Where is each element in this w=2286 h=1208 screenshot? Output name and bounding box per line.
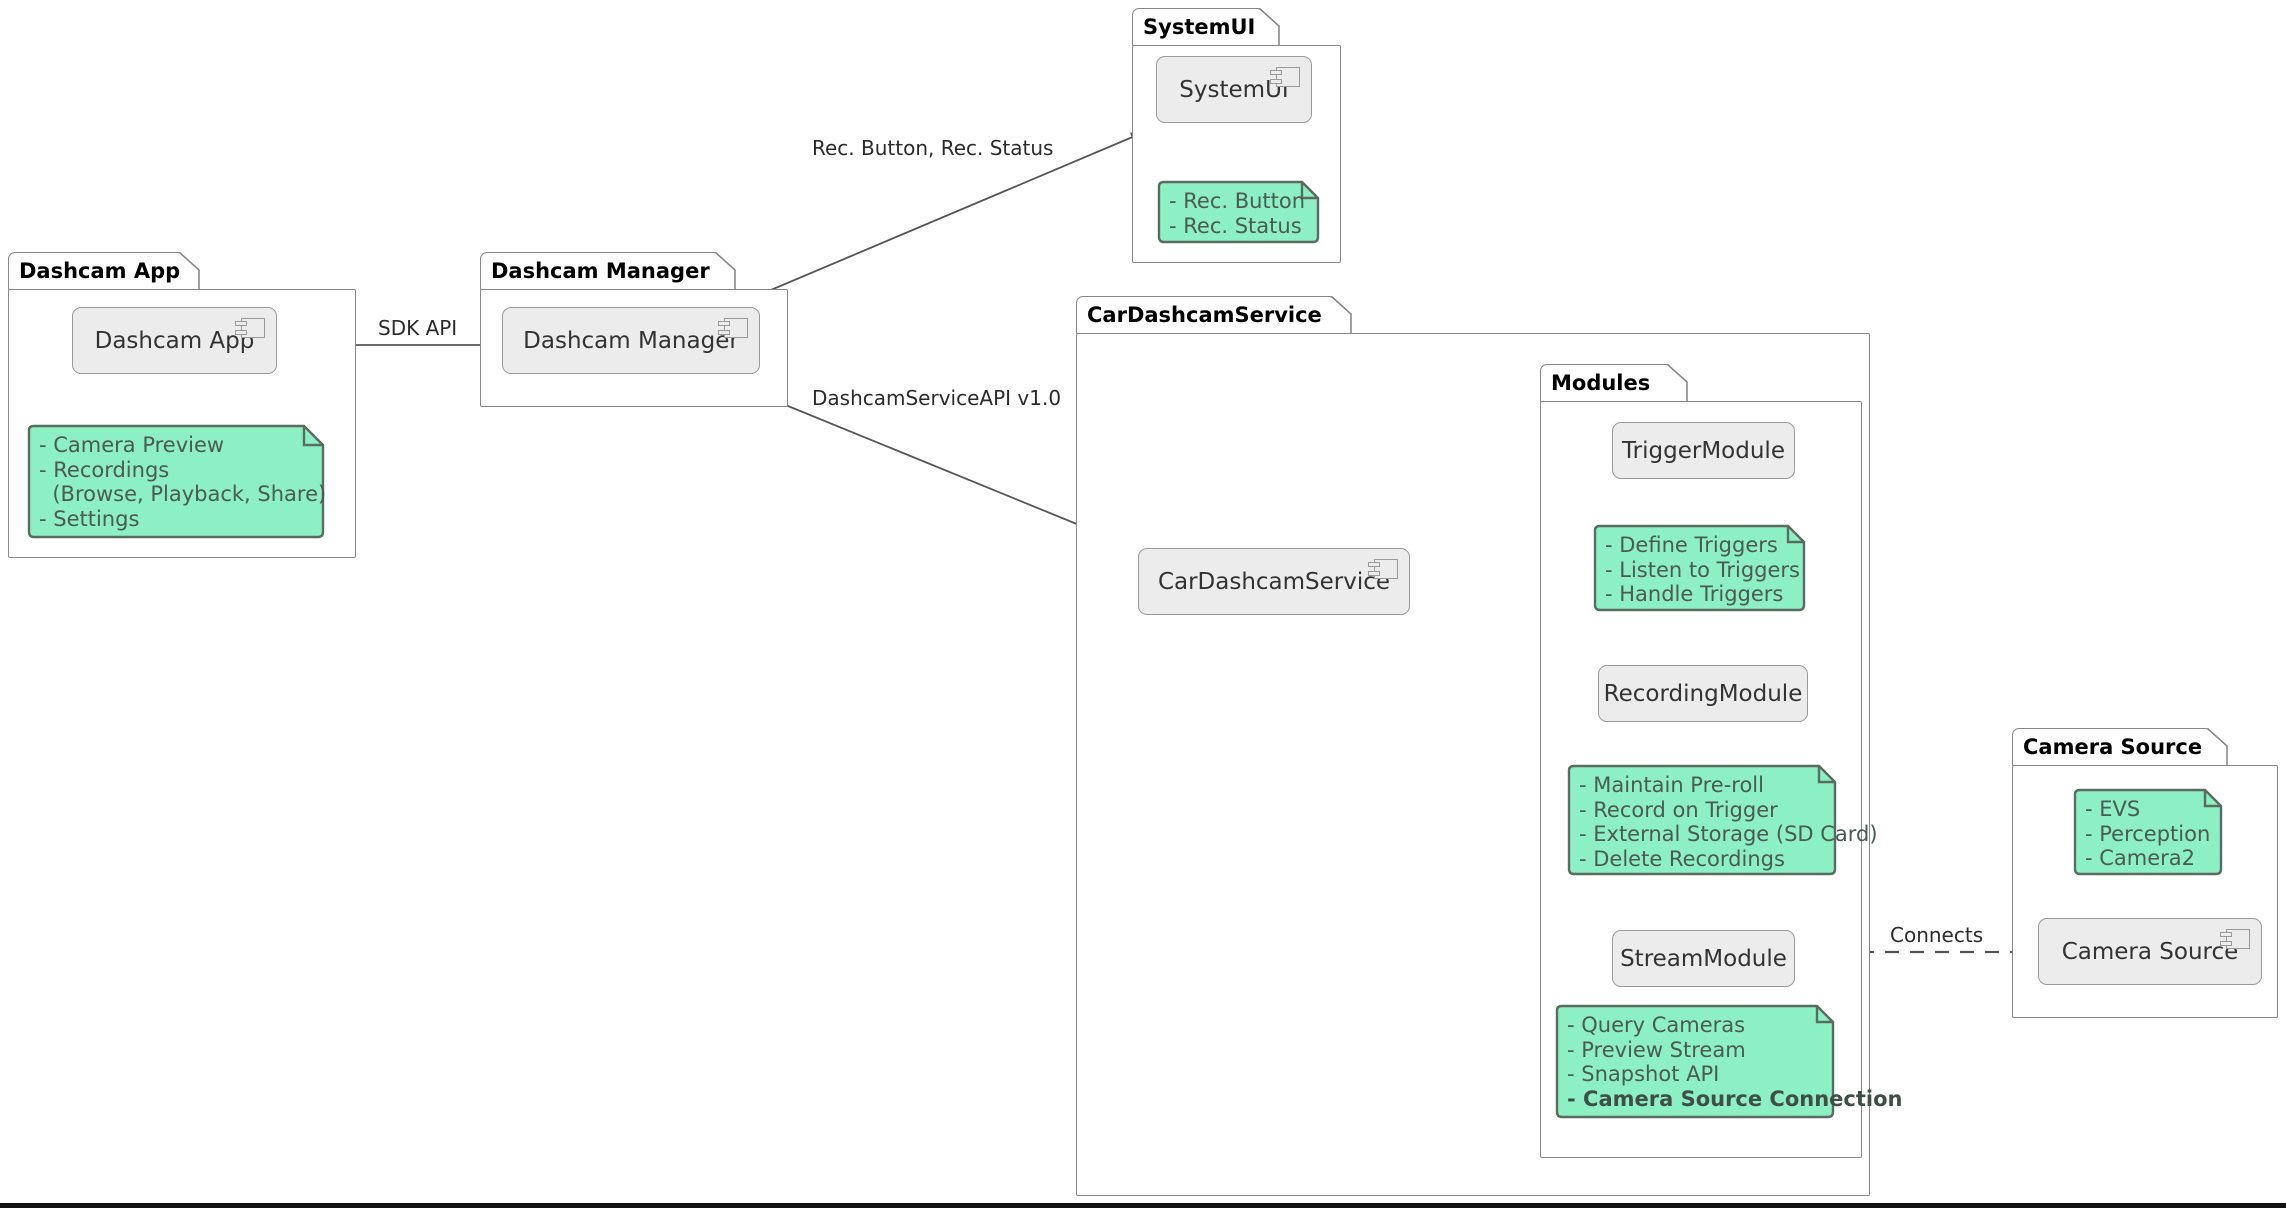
component-dashcam-app[interactable]: Dashcam App xyxy=(72,307,277,374)
edge-label-dashcam-service-api: DashcamServiceAPI v1.0 xyxy=(812,386,1062,410)
package-tab xyxy=(8,252,180,290)
package-modules: Modules TriggerModule - Define Triggers-… xyxy=(1540,364,1903,1158)
package-tab-slant xyxy=(715,252,741,290)
package-title: CarDashcamService xyxy=(1087,303,1322,327)
uml-component-icon xyxy=(235,318,265,338)
edge-label-rec-button-status: Rec. Button, Rec. Status xyxy=(812,136,1054,160)
component-recording-module[interactable]: RecordingModule xyxy=(1598,665,1808,722)
note-text: - Define Triggers- Listen to Triggers- H… xyxy=(1605,533,1800,606)
package-tab xyxy=(2012,728,2208,766)
note-shape xyxy=(2073,788,2223,876)
note-camera-source: - EVS- Perception- Camera2 xyxy=(2072,788,2224,876)
package-dashcam-manager: Dashcam Manager Dashcam Manager xyxy=(480,252,788,407)
package-tab xyxy=(1076,296,1332,334)
uml-component-icon xyxy=(1270,67,1300,87)
component-label: TriggerModule xyxy=(1622,437,1785,464)
edge-label-sdk-api: SDK API xyxy=(378,316,458,340)
bottom-rule xyxy=(0,1203,2286,1208)
package-system-ui: SystemUI SystemUI - Rec. Button- Rec. St… xyxy=(1132,8,1341,263)
package-tab-slant xyxy=(179,252,205,290)
note-system-ui: - Rec. Button- Rec. Status xyxy=(1156,180,1321,244)
uml-component-icon xyxy=(2220,929,2250,949)
component-camera-source[interactable]: Camera Source xyxy=(2038,918,2262,985)
component-label: CarDashcamService xyxy=(1157,568,1391,595)
note-trigger-module: - Define Triggers- Listen to Triggers- H… xyxy=(1592,524,1807,612)
note-shape xyxy=(27,424,325,539)
note-text: - EVS- Perception- Camera2 xyxy=(2085,797,2211,870)
note-shape xyxy=(1593,524,1806,612)
package-tab-slant xyxy=(1259,8,1285,46)
package-tab xyxy=(1540,364,1668,402)
note-shape xyxy=(1567,764,1837,876)
note-dashcam-app: - Camera Preview- Recordings (Browse, Pl… xyxy=(26,424,326,539)
package-tab xyxy=(1132,8,1260,46)
component-system-ui[interactable]: SystemUI xyxy=(1156,56,1312,123)
note-stream-module: - Query Cameras- Preview Stream- Snapsho… xyxy=(1554,1004,1903,1119)
note-text: - Maintain Pre-roll- Record on Trigger- … xyxy=(1579,773,1878,871)
package-title: Dashcam App xyxy=(19,259,181,283)
package-title: Camera Source xyxy=(2023,735,2203,759)
component-trigger-module[interactable]: TriggerModule xyxy=(1612,422,1795,479)
note-shape xyxy=(1157,180,1320,244)
edge-label-connects: Connects xyxy=(1890,923,1984,947)
package-car-dashcam-service: CarDashcamService CarDashcamService Modu… xyxy=(1076,296,1903,1196)
note-text: - Rec. Button- Rec. Status xyxy=(1169,189,1306,238)
package-tab xyxy=(480,252,716,290)
package-tab-slant xyxy=(2207,728,2233,766)
package-title: Dashcam Manager xyxy=(491,259,710,283)
package-dashcam-app: Dashcam App Dashcam App - Camera Preview… xyxy=(8,252,356,558)
component-label: Dashcam App xyxy=(94,327,255,354)
package-title: SystemUI xyxy=(1143,15,1256,39)
package-camera-source: Camera Source - EVS- Perception- Camera2… xyxy=(2012,728,2278,1018)
package-tab-slant xyxy=(1331,296,1357,334)
uml-component-icon xyxy=(718,318,748,338)
component-stream-module[interactable]: StreamModule xyxy=(1612,930,1795,987)
note-text: - Query Cameras- Preview Stream- Snapsho… xyxy=(1567,1013,1903,1111)
component-label: StreamModule xyxy=(1620,945,1787,972)
component-label: Camera Source xyxy=(2061,938,2239,965)
note-text: - Camera Preview- Recordings (Browse, Pl… xyxy=(39,433,327,531)
component-car-dashcam-service[interactable]: CarDashcamService xyxy=(1138,548,1410,615)
component-label: RecordingModule xyxy=(1603,680,1803,707)
uml-component-icon xyxy=(1368,559,1398,579)
note-shape xyxy=(1555,1004,1835,1119)
component-dashcam-manager[interactable]: Dashcam Manager xyxy=(502,307,760,374)
note-recording-module: - Maintain Pre-roll- Record on Trigger- … xyxy=(1566,764,1878,876)
package-tab-slant xyxy=(1667,364,1693,402)
component-label: Dashcam Manager xyxy=(523,327,739,354)
package-title: Modules xyxy=(1551,371,1651,395)
